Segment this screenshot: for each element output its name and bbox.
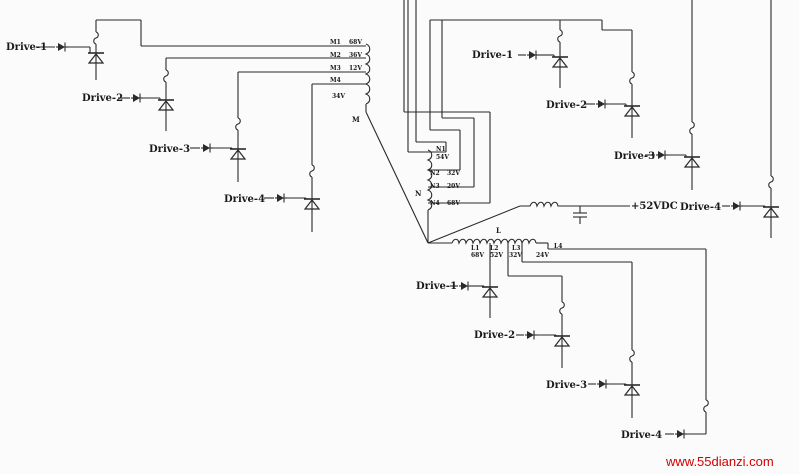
supply-label: +52VDC <box>631 201 678 212</box>
l-volt-2: 52V <box>490 252 503 259</box>
n-tap-1: N1 <box>436 146 446 153</box>
dc-output <box>427 201 630 244</box>
m-tap-4: M4 <box>330 77 341 84</box>
l-tap-3: L3 <box>512 245 520 252</box>
drive-2-label-bottom: Drive-2 <box>474 330 515 341</box>
n-name: N <box>415 189 422 198</box>
m-volt-1: 68V <box>349 39 362 46</box>
m-volt-2: 36V <box>349 52 362 59</box>
drive-2-label-top-right: Drive-2 <box>546 100 587 111</box>
drive-4-label-bottom: Drive-4 <box>621 430 662 441</box>
n-volt-1: 54V <box>436 154 449 161</box>
l-volt-3: 32V <box>509 252 522 259</box>
drive-3-label-top-right: Drive-3 <box>614 151 655 162</box>
drive-1-label-left: Drive-1 <box>6 42 47 53</box>
drive-4-label-left: Drive-4 <box>224 194 265 205</box>
drive-1-label-bottom: Drive-1 <box>416 281 457 292</box>
m-volt-4: 34V <box>332 93 345 100</box>
drive-3-label-left: Drive-3 <box>149 144 190 155</box>
m-volt-3: 12V <box>349 65 362 72</box>
n-volt-2: 32V <box>447 170 460 177</box>
drive-3-label-bottom: Drive-3 <box>546 380 587 391</box>
l-volt-4: 24V <box>536 252 549 259</box>
m-name: M <box>352 115 360 124</box>
bottom-group <box>428 238 709 440</box>
inductor-l-winding <box>451 238 537 245</box>
n-tap-4: N4 <box>430 200 440 207</box>
transformer-m-winding <box>364 43 371 105</box>
transformer-n-winding <box>426 149 433 211</box>
l-name: L <box>496 226 501 235</box>
m-tap-3: M3 <box>330 65 341 72</box>
drive-4-label-top-right: Drive-4 <box>680 202 721 213</box>
watermark: www.55dianzi.com <box>665 454 774 469</box>
n-volt-4: 68V <box>447 200 460 207</box>
top-right-group <box>403 0 780 243</box>
l-tap-2: L2 <box>490 245 498 252</box>
m-tap-1: M1 <box>330 39 341 46</box>
drive-2-label-left: Drive-2 <box>82 93 123 104</box>
m-tap-2: M2 <box>330 52 341 59</box>
drive-1-label-top-right: Drive-1 <box>472 50 513 61</box>
l-volt-1: 68V <box>471 252 484 259</box>
l-tap-4: L4 <box>554 243 562 250</box>
n-tap-3: N3 <box>430 183 440 190</box>
n-volt-3: 20V <box>447 183 460 190</box>
left-group <box>36 19 429 244</box>
n-tap-2: N2 <box>430 170 440 177</box>
l-tap-1: L1 <box>471 245 479 252</box>
